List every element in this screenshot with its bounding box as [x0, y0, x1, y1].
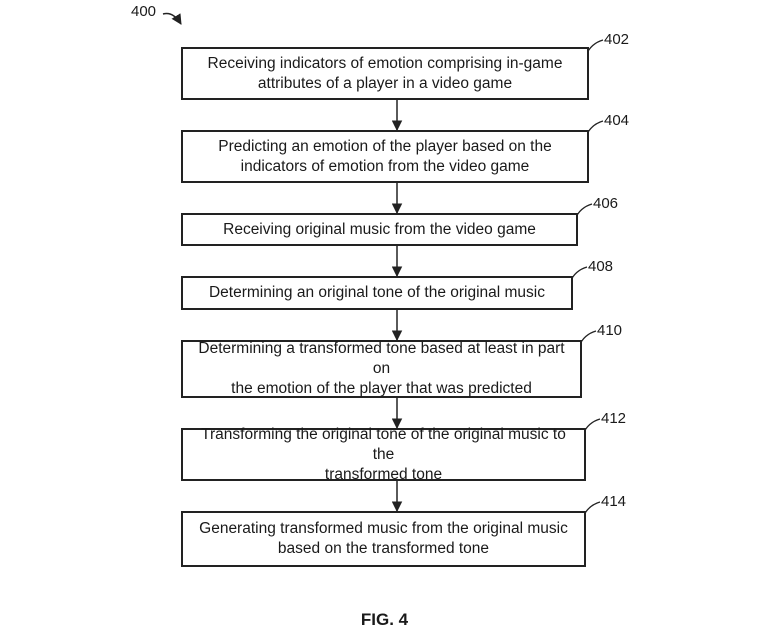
step-box-410: Determining a transformed tone based at … [181, 340, 582, 398]
step-ref-404: 404 [604, 112, 630, 129]
step-text-412: Transforming the original tone of the or… [201, 425, 566, 483]
step-text-408: Determining an original tone of the orig… [208, 284, 545, 301]
step-ref-402: 402 [604, 31, 630, 48]
step-text-406: Receiving original music from the video … [223, 220, 536, 238]
step-box-412: Transforming the original tone of the or… [181, 426, 586, 483]
figure-ref-arrow [162, 12, 182, 25]
step-box-404: Predicting an emotion of the player base… [181, 130, 589, 183]
step-box-414: Generating transformed music from the or… [181, 511, 586, 567]
step-ref-414: 414 [601, 493, 627, 510]
step-text-410: Determining a transformed tone based at … [198, 340, 565, 397]
step-ref-410: 410 [597, 322, 623, 339]
figure-label: FIG. 4 [360, 610, 409, 629]
step-ref-408: 408 [588, 258, 614, 275]
step-text-402: Receiving indicators of emotion comprisi… [207, 54, 563, 92]
step-box-406: Receiving original music from the video … [181, 213, 578, 246]
step-box-402: Receiving indicators of emotion comprisi… [181, 47, 589, 100]
step-ref-406: 406 [593, 195, 619, 212]
step-ref-412: 412 [601, 410, 627, 427]
step-box-408: Determining an original tone of the orig… [181, 276, 573, 310]
figure-ref-number: 400 [131, 3, 157, 20]
step-text-414: Generating transformed music from the or… [199, 520, 568, 557]
step-text-404: Predicting an emotion of the player base… [218, 137, 552, 175]
